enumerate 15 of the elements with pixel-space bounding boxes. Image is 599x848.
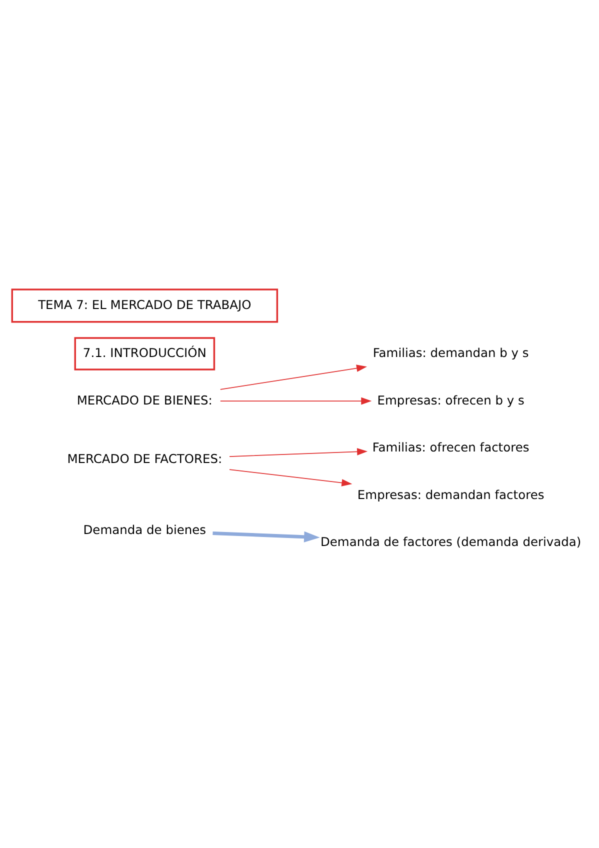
- node-text: Demanda de factores (demanda derivada): [320, 534, 582, 549]
- arrow: [220, 397, 372, 405]
- node-box: TEMA 7: EL MERCADO DE TRABAJO: [11, 288, 278, 323]
- node-text: Familias: demandan b y s: [372, 346, 529, 360]
- node-text: Familias: ofrecen factores: [372, 440, 530, 455]
- node-text: Empresas: demandan factores: [357, 488, 544, 502]
- arrow: [229, 469, 352, 486]
- node-text: Demanda de bienes: [83, 522, 206, 537]
- node-box: 7.1. INTRODUCCIÓN: [74, 337, 216, 370]
- node-text: MERCADO DE FACTORES:: [67, 452, 222, 466]
- arrow: [212, 531, 320, 542]
- node-text: Empresas: ofrecen b y s: [377, 393, 524, 408]
- node-text: MERCADO DE BIENES:: [76, 393, 212, 408]
- arrow: [220, 364, 368, 390]
- arrow: [229, 448, 368, 457]
